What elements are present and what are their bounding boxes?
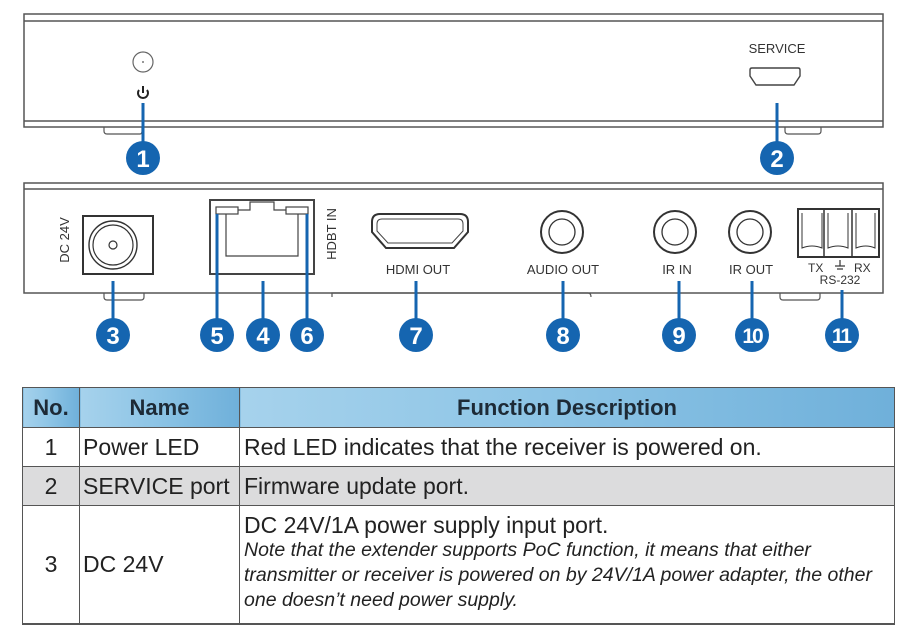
dc-power-jack bbox=[82, 215, 154, 275]
dc-24v-label: DC 24V bbox=[57, 217, 72, 263]
rs232-terminal-block bbox=[797, 208, 880, 258]
row-name: DC 24V bbox=[79, 505, 240, 625]
hdbt-in-label: HDBT IN bbox=[324, 208, 339, 260]
callout-lines bbox=[111, 103, 844, 322]
power-led bbox=[132, 51, 154, 73]
svg-text:8: 8 bbox=[556, 323, 569, 350]
device-panel-diagram: SERVICE DC 24V HDBT IN HDMI OUT AUDIO OU… bbox=[23, 13, 884, 352]
svg-text:11: 11 bbox=[832, 325, 853, 348]
row-no: 3 bbox=[22, 505, 80, 625]
service-label: SERVICE bbox=[749, 41, 806, 56]
svg-text:4: 4 bbox=[256, 323, 270, 350]
callout-9: 9 bbox=[662, 318, 696, 352]
hdmi-out-label: HDMI OUT bbox=[386, 262, 450, 277]
service-port bbox=[749, 67, 801, 86]
table-row: 2 SERVICE port Firmware update port. bbox=[22, 466, 895, 506]
header-no: No. bbox=[22, 387, 80, 428]
callout-10: 10 bbox=[735, 318, 769, 352]
table-row: 3 DC 24V DC 24V/1A power supply input po… bbox=[22, 505, 895, 625]
row-description-main: DC 24V/1A power supply input port. bbox=[244, 512, 609, 538]
audio-out-jack bbox=[540, 210, 584, 254]
hdbt-in-rj45-port bbox=[209, 199, 315, 275]
callout-2: 2 bbox=[760, 141, 794, 175]
row-name: SERVICE port bbox=[79, 466, 240, 506]
power-icon bbox=[137, 86, 149, 99]
svg-text:5: 5 bbox=[210, 323, 223, 350]
ir-in-jack bbox=[653, 210, 697, 254]
row-no: 1 bbox=[22, 427, 80, 467]
ir-out-label: IR OUT bbox=[729, 262, 773, 277]
svg-text:1: 1 bbox=[136, 146, 149, 173]
ir-out-jack bbox=[728, 210, 772, 254]
audio-out-label: AUDIO OUT bbox=[527, 262, 599, 277]
callout-5: 5 bbox=[200, 318, 234, 352]
row-description: Firmware update port. bbox=[239, 466, 895, 506]
svg-text:10: 10 bbox=[742, 325, 763, 348]
svg-text:2: 2 bbox=[770, 146, 783, 173]
svg-text:3: 3 bbox=[106, 323, 119, 350]
rs232-rx-label: RX bbox=[854, 261, 871, 275]
row-description: Red LED indicates that the receiver is p… bbox=[239, 427, 895, 467]
ir-in-label: IR IN bbox=[662, 262, 692, 277]
callout-6: 6 bbox=[290, 318, 324, 352]
svg-text:7: 7 bbox=[409, 323, 422, 350]
row-name: Power LED bbox=[79, 427, 240, 467]
row-description-note: Note that the extender supports PoC func… bbox=[244, 539, 872, 611]
rs232-tx-label: TX bbox=[808, 261, 823, 275]
callout-3: 3 bbox=[96, 318, 130, 352]
svg-text:6: 6 bbox=[300, 323, 313, 350]
front-panel bbox=[23, 13, 884, 135]
function-description-table: No. Name Function Description 1 Power LE… bbox=[22, 387, 895, 625]
svg-text:9: 9 bbox=[672, 323, 685, 350]
row-no: 2 bbox=[22, 466, 80, 506]
header-function-description: Function Description bbox=[239, 387, 895, 428]
row-description: DC 24V/1A power supply input port. Note … bbox=[239, 505, 895, 625]
ground-icon bbox=[835, 260, 845, 270]
callout-4: 4 bbox=[246, 318, 280, 352]
header-name: Name bbox=[79, 387, 240, 428]
callout-11: 11 bbox=[825, 318, 859, 352]
table-row: 1 Power LED Red LED indicates that the r… bbox=[22, 427, 895, 467]
callout-8: 8 bbox=[546, 318, 580, 352]
callout-7: 7 bbox=[399, 318, 433, 352]
hdmi-out-port bbox=[371, 213, 469, 249]
callout-1: 1 bbox=[126, 141, 160, 175]
table-header-row: No. Name Function Description bbox=[22, 387, 895, 428]
rs232-label: RS-232 bbox=[820, 273, 861, 287]
